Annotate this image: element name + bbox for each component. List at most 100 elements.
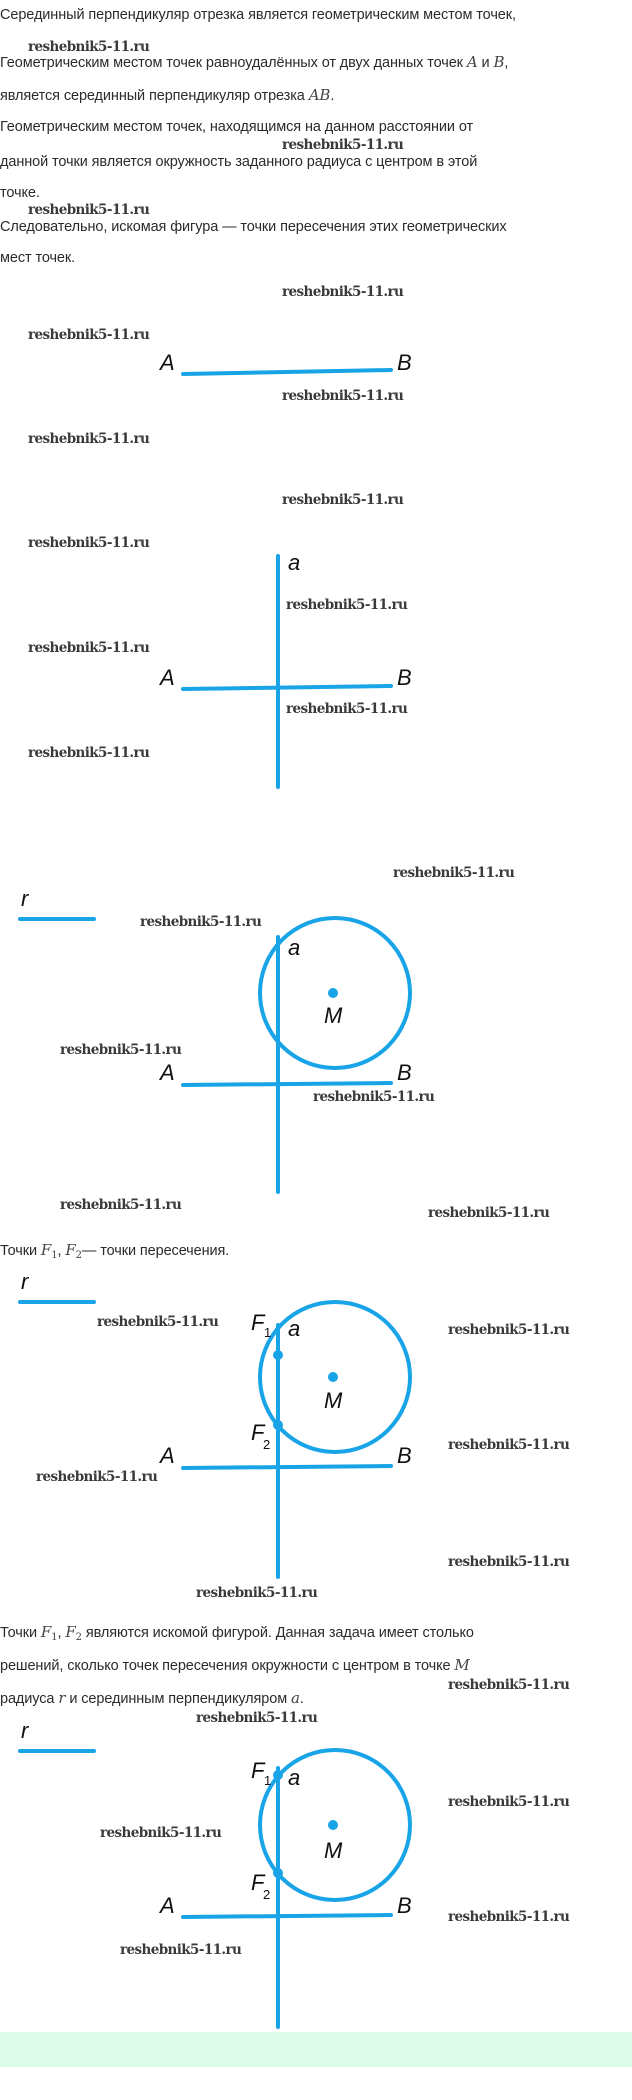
text-line: является серединный перпендикуляр отрезк… — [0, 86, 334, 105]
math-sub: 1 — [51, 1632, 58, 1643]
footer-band — [0, 2032, 632, 2067]
point-m — [328, 1372, 338, 1382]
text: точке. — [0, 185, 40, 201]
watermark: reshebnik5-11.ru — [448, 1909, 570, 1925]
watermark: reshebnik5-11.ru — [28, 39, 150, 55]
point-m — [328, 1820, 338, 1830]
text: решений, сколько точек пересечения окруж… — [0, 1658, 455, 1674]
watermark: reshebnik5-11.ru — [28, 202, 150, 218]
circle-m — [258, 916, 412, 1070]
watermark: reshebnik5-11.ru — [28, 327, 150, 343]
label-b-point: B — [397, 350, 412, 375]
text: и — [477, 55, 494, 71]
text: Следовательно, искомая фигура — точки пе… — [0, 219, 507, 235]
text: . — [299, 1691, 304, 1707]
label-line-a: a — [288, 550, 300, 575]
text-line: Серединный перпендикуляр отрезка являетс… — [0, 6, 516, 24]
point-f1 — [273, 1770, 283, 1780]
label-r: r — [21, 1718, 30, 1743]
label-line-a: a — [288, 1316, 300, 1341]
label-f1-sub: 1 — [264, 1325, 271, 1340]
label-f1-sub: 1 — [264, 1773, 271, 1788]
math-sub: 1 — [51, 1250, 58, 1261]
label-f2: F — [251, 1870, 266, 1895]
text: Серединный перпендикуляр отрезка являетс… — [0, 7, 516, 23]
text: и серединным перпендикуляром — [65, 1691, 292, 1707]
point-f1 — [273, 1350, 283, 1360]
math-sub: 2 — [75, 1250, 82, 1261]
watermark: reshebnik5-11.ru — [28, 535, 150, 551]
text: — точки пересечения. — [81, 1243, 230, 1259]
label-f2-sub: 2 — [263, 1437, 270, 1452]
watermark: reshebnik5-11.ru — [140, 914, 262, 930]
circle-m — [258, 1748, 412, 1902]
text: Точки — [0, 1243, 41, 1259]
watermark: reshebnik5-11.ru — [97, 1314, 219, 1330]
label-m: M — [324, 1838, 343, 1863]
text-line: Следовательно, искомая фигура — точки пе… — [0, 218, 507, 236]
label-r: r — [21, 886, 30, 911]
point-f2 — [273, 1420, 283, 1430]
math-var: B — [493, 53, 505, 71]
label-m: M — [324, 1003, 343, 1028]
text: , — [504, 55, 509, 71]
circle-m — [258, 1300, 412, 1454]
text-line: данной точки является окружность заданно… — [0, 153, 477, 171]
label-f2: F — [251, 1420, 266, 1445]
text: Точки — [0, 1625, 41, 1641]
watermark: reshebnik5-11.ru — [393, 865, 515, 881]
label-line-a: a — [288, 1765, 300, 1790]
label-f1: F — [251, 1758, 266, 1783]
segment-ab — [181, 368, 393, 376]
text-line: Геометрическим местом точек, находящимся… — [0, 118, 473, 136]
text-line: Точки F1, F2 являются искомой фигурой. Д… — [0, 1623, 474, 1647]
watermark: reshebnik5-11.ru — [282, 137, 404, 153]
text: является серединный перпендикуляр отрезк… — [0, 88, 309, 104]
label-line-a: a — [288, 935, 300, 960]
math-var: F — [40, 1241, 52, 1259]
math-sub: 2 — [75, 1632, 82, 1643]
watermark: reshebnik5-11.ru — [36, 1469, 158, 1485]
text: данной точки является окружность заданно… — [0, 154, 478, 170]
math-var: F — [65, 1241, 76, 1259]
label-b-point: B — [397, 1060, 412, 1085]
math-var: a — [291, 1689, 300, 1707]
watermark: reshebnik5-11.ru — [313, 1089, 435, 1105]
label-a-point: A — [158, 1443, 175, 1468]
math-var: F — [40, 1623, 52, 1641]
text-line: мест точек. — [0, 249, 75, 267]
watermark: reshebnik5-11.ru — [120, 1942, 242, 1958]
watermark: reshebnik5-11.ru — [282, 492, 404, 508]
watermark: reshebnik5-11.ru — [28, 431, 150, 447]
watermark: reshebnik5-11.ru — [428, 1205, 550, 1221]
text-line: радиуса r и серединным перпендикуляром a… — [0, 1689, 304, 1708]
text-line: точке. — [0, 184, 40, 202]
watermark: reshebnik5-11.ru — [196, 1710, 318, 1726]
text-line: Геометрическим местом точек равноудалённ… — [0, 53, 508, 72]
text: . — [330, 88, 335, 104]
label-r: r — [21, 1269, 30, 1294]
math-var: A — [466, 53, 478, 71]
math-var: r — [58, 1689, 66, 1707]
watermark: reshebnik5-11.ru — [448, 1554, 570, 1570]
label-a-point: A — [158, 350, 175, 375]
text: Геометрическим местом точек, находящимся… — [0, 119, 474, 135]
watermark: reshebnik5-11.ru — [286, 701, 408, 717]
watermark: reshebnik5-11.ru — [100, 1825, 222, 1841]
watermark: reshebnik5-11.ru — [448, 1677, 570, 1693]
watermark: reshebnik5-11.ru — [282, 388, 404, 404]
watermark: reshebnik5-11.ru — [448, 1437, 570, 1453]
label-m: M — [324, 1388, 343, 1413]
label-b-point: B — [397, 665, 412, 690]
point-m — [328, 988, 338, 998]
label-a-point: A — [158, 665, 175, 690]
watermark: reshebnik5-11.ru — [60, 1197, 182, 1213]
label-f2-sub: 2 — [263, 1887, 270, 1902]
text: являются искомой фигурой. Данная задача … — [81, 1625, 474, 1641]
label-b-point: B — [397, 1443, 412, 1468]
text-line: Точки F1, F2— точки пересечения. — [0, 1241, 229, 1265]
segment-ab — [181, 1913, 393, 1919]
watermark: reshebnik5-11.ru — [448, 1322, 570, 1338]
watermark: reshebnik5-11.ru — [282, 284, 404, 300]
text: , — [57, 1625, 66, 1641]
